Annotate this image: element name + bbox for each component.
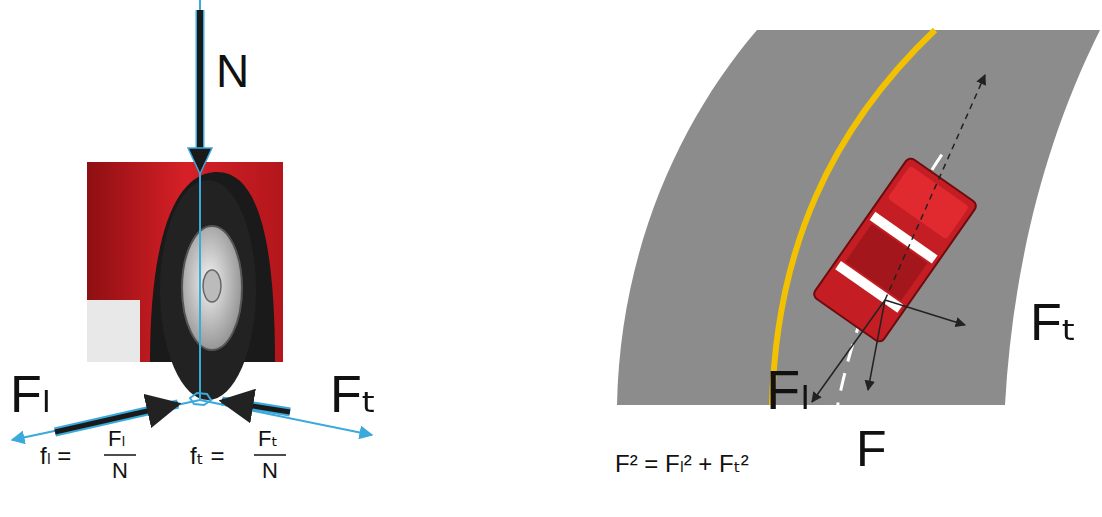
force-label: Fₗ [766,362,810,418]
force-label: N [216,48,249,94]
rim [182,226,242,350]
formula-text: fₜ = [190,444,224,468]
road-illustration [617,30,1100,420]
normal-force-head [188,148,212,174]
force-label: Fₜ [1030,296,1077,348]
road-tangential-arrow [885,300,965,325]
road-lateral-arrow [812,300,885,402]
force-label: F [856,424,887,474]
tire [160,180,256,400]
formula-text: F² = Fₗ² + Fₜ² [615,452,749,476]
vertical-axis [199,0,201,400]
formula-numerator: Fₗ [108,428,125,450]
contact-patch [190,393,211,405]
heading-arrow [885,75,985,300]
normal-force-outline [196,10,205,150]
hub [203,270,221,302]
formula-text: fₗ = [40,444,71,468]
force-label: Fₗ [10,368,50,420]
fraction-bar [254,454,286,456]
fraction-bar [104,454,136,456]
tangential-force-arrow [222,401,290,412]
resultant-arrow [868,300,885,390]
formula-denominator: N [262,460,278,482]
formula-numerator: Fₜ [258,428,278,450]
wheel-illustration [12,0,372,455]
force-label: Fₜ [330,368,377,420]
car-top-view [812,156,978,343]
road [617,30,1100,405]
bumper [87,300,140,362]
normal-force-shaft [197,10,203,150]
tangential-force-outline [222,401,290,412]
formula-denominator: N [112,460,128,482]
